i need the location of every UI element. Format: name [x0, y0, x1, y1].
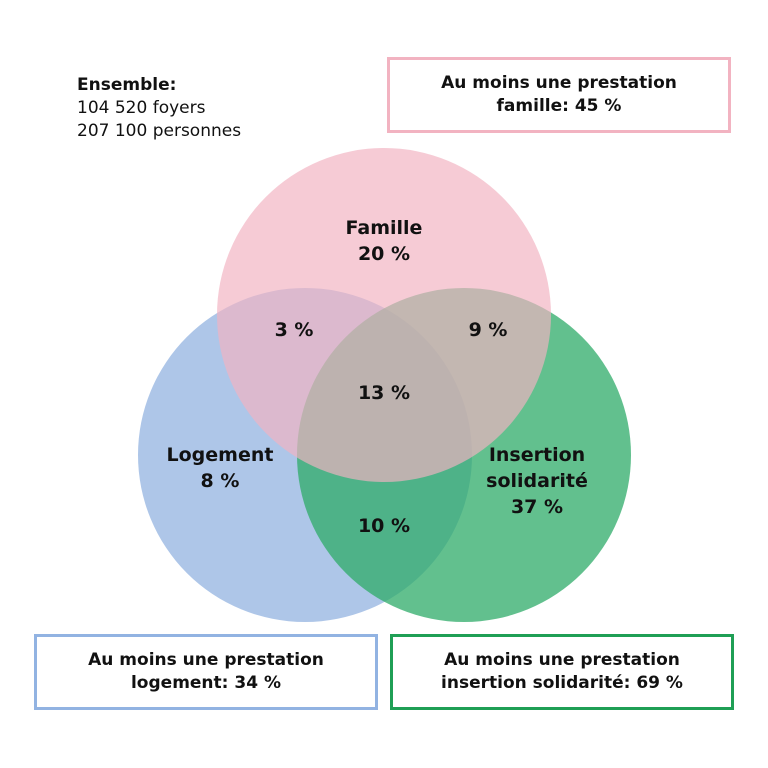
famille-box-line2: famille: 45 % [496, 96, 622, 116]
insertion-box-line1: Au moins une prestation [444, 650, 680, 670]
all-three-value: 13 % [357, 382, 411, 404]
insertion-name-2: solidarité [486, 470, 588, 492]
famille-label: Famille 20 % [346, 215, 423, 267]
insertion-total-box: Au moins une prestation insertion solidar… [390, 634, 734, 710]
logement-label: Logement 8 % [167, 442, 274, 494]
logement-box-line2: logement: 34 % [130, 673, 281, 693]
logement-total-box: Au moins une prestation logement: 34 % [34, 634, 378, 710]
famille-insertion-value: 9 % [468, 319, 508, 341]
insertion-label: Insertion solidarité 37 % [486, 442, 588, 520]
famille-logement-value: 3 % [274, 319, 314, 341]
insertion-value: 37 % [510, 496, 564, 518]
logement-name: Logement [166, 444, 274, 466]
summary-title: Ensemble: [77, 75, 177, 95]
logement-insertion-value: 10 % [357, 515, 411, 537]
famille-name: Famille [345, 217, 423, 239]
famille-circle [217, 148, 551, 482]
summary-households: 104 520 foyers [77, 98, 206, 118]
summary-people: 207 100 personnes [77, 121, 242, 141]
insertion-box-line2: insertion solidarité: 69 % [441, 673, 683, 693]
famille-value: 20 % [357, 243, 411, 265]
famille-box-line1: Au moins une prestation [441, 73, 677, 93]
summary: Ensemble: 104 520 foyers 207 100 personn… [77, 74, 241, 143]
logement-box-line1: Au moins une prestation [88, 650, 324, 670]
logement-value: 8 % [200, 470, 240, 492]
insertion-name-1: Insertion [488, 444, 586, 466]
famille-total-box: Au moins une prestation famille: 45 % [387, 57, 731, 133]
